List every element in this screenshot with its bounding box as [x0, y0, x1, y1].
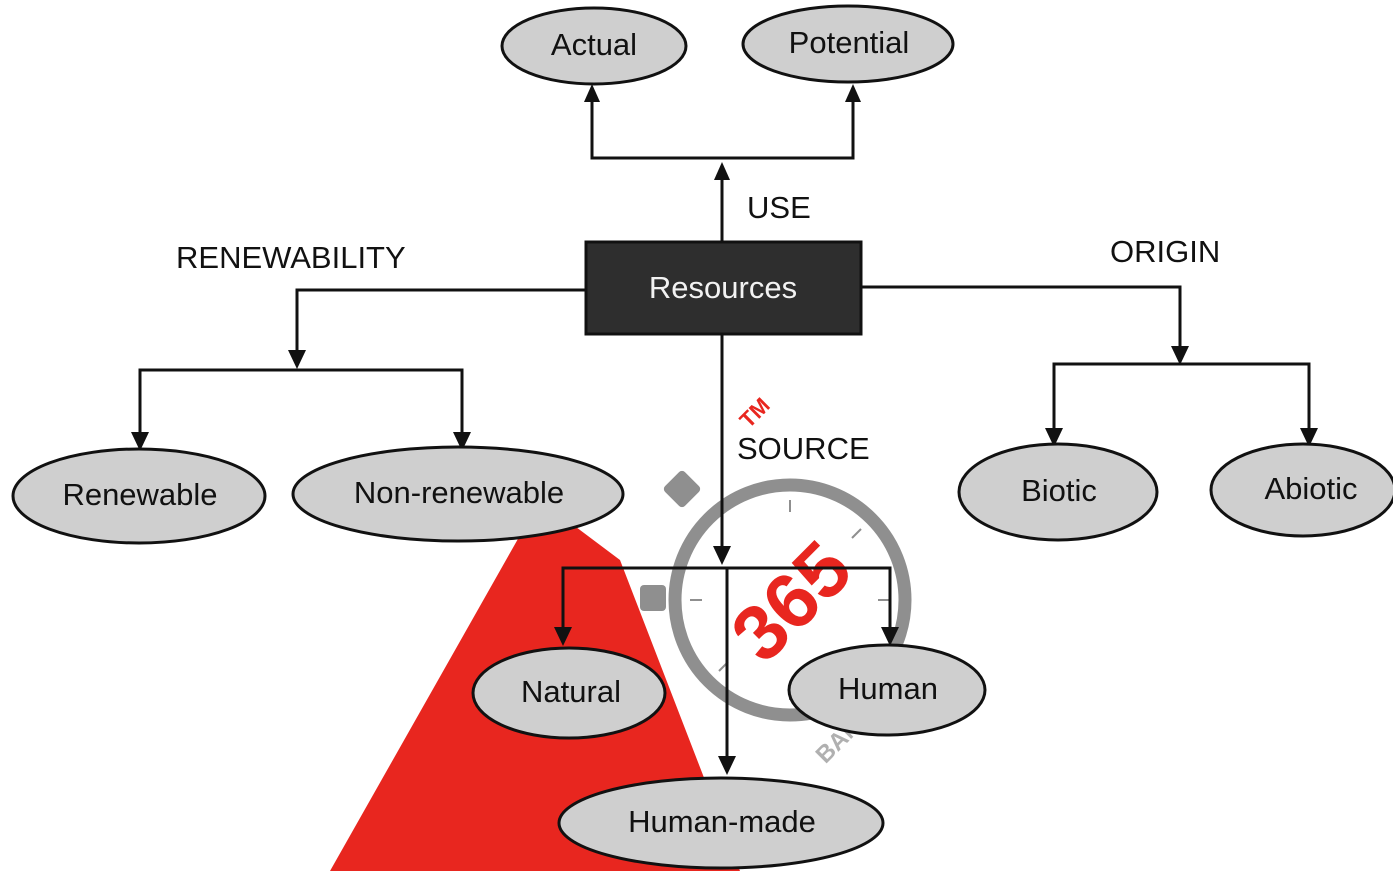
resources-box [584, 240, 863, 336]
node-human: Human [787, 643, 987, 737]
node-natural: Natural [471, 646, 667, 740]
category-renewability-label: RENEWABILITY [176, 240, 406, 275]
node-non-renewable-label: Non-renewable [354, 475, 564, 510]
node-potential: Potential [741, 4, 955, 84]
category-use-label: USE [747, 190, 811, 225]
node-non-renewable: Non-renewable [291, 445, 625, 543]
node-actual: Actual [500, 6, 688, 86]
node-human-made: Human-made [557, 776, 885, 870]
root-node: Resources [584, 240, 863, 336]
node-natural-label: Natural [521, 674, 621, 709]
category-origin-label: ORIGIN [1110, 234, 1220, 269]
watermark-stopwatch-button [640, 585, 666, 611]
node-human-made-label: Human-made [628, 804, 816, 839]
watermark-stopwatch-icon [668, 478, 912, 722]
watermark-tm: TM [735, 393, 775, 433]
node-renewable-label: Renewable [62, 477, 217, 512]
resources-label: Resources [649, 270, 797, 305]
node-abiotic-label: Abiotic [1264, 471, 1357, 506]
node-abiotic: Abiotic [1209, 442, 1393, 538]
node-actual-label: Actual [551, 27, 637, 62]
node-renewable: Renewable [11, 447, 267, 545]
node-potential-label: Potential [789, 25, 910, 60]
connectors [131, 84, 1318, 775]
node-human-label: Human [838, 671, 938, 706]
category-source-label: SOURCE [737, 431, 870, 466]
node-biotic: Biotic [957, 442, 1159, 542]
watermark-stopwatch-crown [663, 470, 701, 508]
node-biotic-label: Biotic [1021, 473, 1097, 508]
